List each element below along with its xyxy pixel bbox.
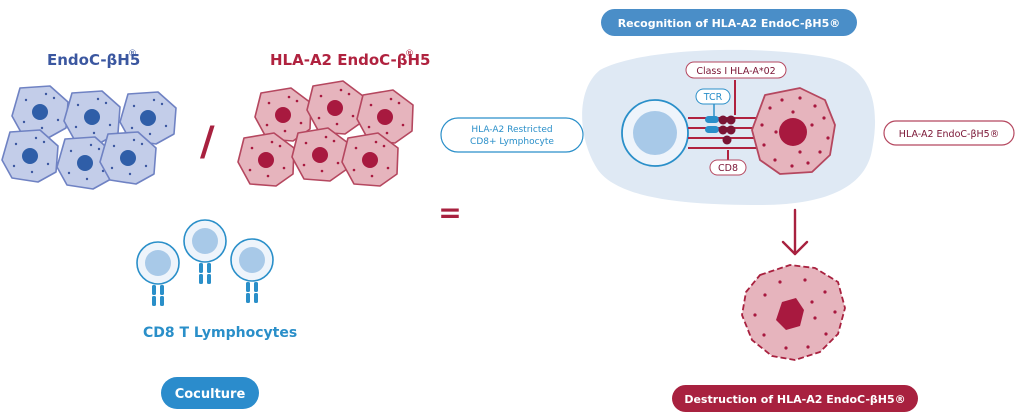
cd8-label: CD8 xyxy=(709,159,747,176)
target-beta-cell xyxy=(751,87,836,175)
svg-text:Class I HLA-A*02: Class I HLA-A*02 xyxy=(696,66,775,77)
t-lymphocyte xyxy=(136,241,180,307)
recognition-title-pill: Recognition of HLA-A2 EndoC-βH5® xyxy=(601,9,857,36)
class-i-label: Class I HLA-A*02 xyxy=(685,61,787,79)
hla-endoc-cell xyxy=(306,80,364,135)
target-cell-label: HLA-A2 EndoC-βH5® xyxy=(883,120,1015,146)
svg-text:HLA-A2 Restricted: HLA-A2 Restricted xyxy=(471,125,552,135)
destruction-title: Destruction of HLA-A2 EndoC-βH5® xyxy=(684,393,905,406)
hla-endoc-cell xyxy=(341,132,399,187)
down-arrow-icon xyxy=(781,208,809,256)
hla-endoc-label: HLA-A2 EndoC-βH5 xyxy=(270,51,431,69)
coculture-button-label: Coculture xyxy=(175,387,246,402)
coculture-button[interactable]: Coculture xyxy=(161,377,259,409)
endoc-registered-mark: ® xyxy=(128,49,137,59)
t-lymphocytes-label: CD8 T Lymphocytes xyxy=(143,325,297,341)
svg-text:TCR: TCR xyxy=(703,92,723,103)
lymphocyte-label: HLA-A2 Restricted CD8+ Lymphocyte xyxy=(440,117,584,153)
svg-text:CD8: CD8 xyxy=(718,163,738,174)
tcr-complex xyxy=(705,100,736,145)
destroyed-cell xyxy=(741,264,846,361)
hla-endoc-cell xyxy=(237,132,295,187)
t-lymphocyte xyxy=(183,219,227,285)
svg-text:CD8+ Lymphocyte: CD8+ Lymphocyte xyxy=(470,137,554,147)
tcr-label: TCR xyxy=(695,88,731,105)
cd8-lymphocyte xyxy=(621,99,689,167)
endoc-cell-cluster xyxy=(1,85,177,190)
hla-endoc-registered-mark: ® xyxy=(405,49,414,59)
endoc-label: EndoC-βH5 xyxy=(47,51,140,69)
svg-text:HLA-A2 EndoC-βH5®: HLA-A2 EndoC-βH5® xyxy=(899,129,999,140)
t-lymphocyte xyxy=(230,238,274,304)
hla-endoc-cell xyxy=(291,127,349,182)
t-cell-cluster xyxy=(136,219,274,307)
equals-sign: = xyxy=(438,196,461,229)
separator-slash: / xyxy=(200,119,215,165)
endoc-cell xyxy=(1,129,59,183)
recognition-title: Recognition of HLA-A2 EndoC-βH5® xyxy=(618,17,841,30)
endoc-cell xyxy=(99,131,157,185)
hla-endoc-cell-cluster xyxy=(237,80,414,187)
destruction-title-pill: Destruction of HLA-A2 EndoC-βH5® xyxy=(672,385,918,412)
